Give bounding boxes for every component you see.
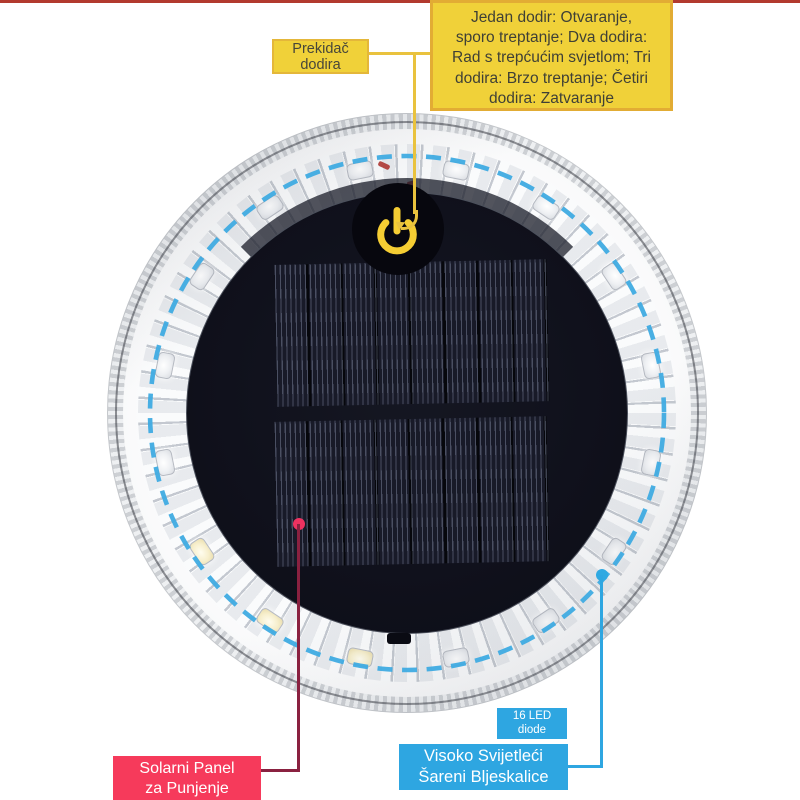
power-pointer-hook <box>401 210 418 230</box>
solar-panel-pointer-line-v <box>297 524 300 772</box>
callout-led-count: 16 LED diode <box>497 708 567 739</box>
top-edge-strip <box>0 0 800 3</box>
callout-touch-modes-line3: Rad s trepćućim svjetlom; Tri <box>452 49 651 67</box>
callout-flash-line2: Šareni Bljeskalice <box>418 768 549 786</box>
callout-solar-panel-line2: za Punjenje <box>145 779 229 797</box>
callout-flash-line1: Visoko Svijetleći <box>424 747 543 765</box>
callout-touch-switch: Prekidač dodira <box>272 39 369 74</box>
callout-touch-switch-line1: Prekidač <box>292 41 349 57</box>
rim-groove-line <box>115 121 699 705</box>
power-pointer-line <box>413 52 416 214</box>
callout-led-count-line1: 16 LED <box>512 710 552 722</box>
led-pointer-line-v <box>600 575 603 768</box>
callout-touch-modes-line2: sporo treptanje; Dva dodira: <box>455 29 648 47</box>
solar-panel-upper <box>274 259 550 407</box>
touch-switch-connector-line <box>368 52 432 55</box>
led-pointer-line-h <box>567 765 603 768</box>
callout-touch-modes-line4: dodira: Brzo treptanje; Četiri <box>455 69 648 87</box>
callout-led-count-line2: diode <box>517 723 547 736</box>
callout-touch-switch-line2: dodira <box>300 56 341 73</box>
power-icon <box>377 207 417 255</box>
callout-touch-modes-line5: dodira: Zatvaranje <box>489 89 614 107</box>
callout-solar-panel: Solarni Panel za Punjenje <box>113 756 261 800</box>
callout-touch-modes-line1: Jedan dodir: Otvaranje, <box>470 9 633 26</box>
solar-panel-pointer-line-h <box>260 769 300 772</box>
callout-flash: Visoko Svijetleći Šareni Bljeskalice <box>399 744 568 790</box>
solar-panel-lower <box>274 416 550 567</box>
callout-touch-modes: Jedan dodir: Otvaranje, sporo treptanje;… <box>430 0 673 111</box>
face-notch <box>387 633 411 644</box>
dashed-marker-ring <box>147 153 667 673</box>
callout-solar-panel-line1: Solarni Panel <box>139 760 235 777</box>
